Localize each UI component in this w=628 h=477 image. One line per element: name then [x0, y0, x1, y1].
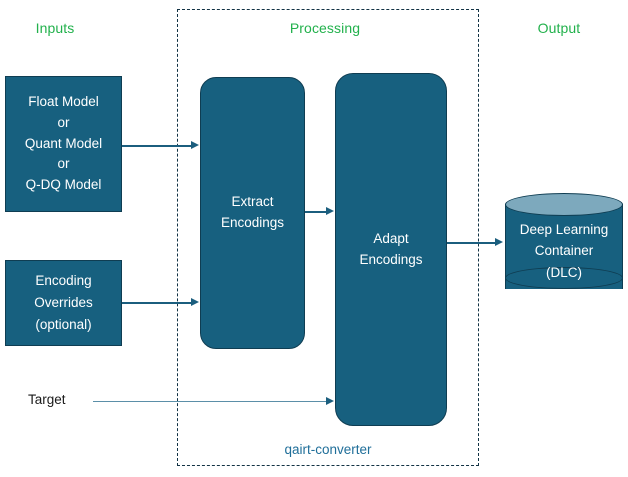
node-extract-encodings-line-2: Encodings: [220, 215, 285, 230]
arrowhead-encoding-overrides-to-extract-encodings: [191, 298, 199, 306]
node-input-model-line-4: or: [57, 156, 70, 172]
node-input-model-line-5: Q-DQ Model: [25, 177, 102, 193]
column-header-inputs: Inputs: [35, 20, 75, 36]
node-encoding-overrides-line-2: Overrides: [34, 295, 93, 311]
label-target: Target: [28, 392, 66, 407]
node-encoding-overrides-line-1: Encoding: [35, 273, 92, 289]
node-dlc-line-1: Deep Learning: [519, 221, 609, 237]
connector-input-model-to-extract-encodings: [122, 145, 192, 147]
node-extract-encodings-line-1: Extract: [231, 194, 274, 210]
node-input-model-line-3: Quant Model: [24, 135, 103, 151]
label-qairt-converter: qairt-converter: [284, 442, 372, 457]
connector-extract-encodings-to-adapt-encodings: [305, 211, 328, 213]
node-encoding-overrides[interactable]: Encoding Overrides (optional): [5, 260, 122, 346]
node-encoding-overrides-line-3: (optional): [35, 316, 92, 332]
processing-boundary-dashed-box: [177, 9, 479, 466]
node-dlc-line-3: (DLC): [546, 264, 582, 280]
node-adapt-encodings[interactable]: Adapt Encodings: [335, 73, 447, 426]
node-input-model[interactable]: Float Model or Quant Model or Q-DQ Model: [5, 76, 122, 212]
arrowhead-extract-encodings-to-adapt-encodings: [326, 207, 334, 215]
node-extract-encodings[interactable]: Extract Encodings: [200, 77, 305, 349]
node-input-model-line-2: or: [57, 114, 70, 130]
cylinder-bottom-ellipse: [505, 267, 623, 289]
arrowhead-adapt-encodings-to-deep-learning-container: [495, 238, 503, 246]
node-input-model-line-1: Float Model: [28, 93, 99, 109]
cylinder-top-ellipse: [505, 193, 623, 216]
arrowhead-target-to-adapt-encodings: [326, 397, 334, 405]
node-adapt-encodings-line-2: Encodings: [359, 251, 423, 267]
node-adapt-encodings-line-1: Adapt: [373, 230, 409, 246]
connector-adapt-encodings-to-deep-learning-container: [447, 242, 497, 244]
column-header-processing: Processing: [289, 20, 361, 36]
column-header-output: Output: [537, 20, 581, 36]
node-deep-learning-container[interactable]: Deep Learning Container (DLC): [505, 193, 623, 300]
connector-target-to-adapt-encodings: [93, 401, 328, 403]
node-deep-learning-container-label: Deep Learning Container (DLC): [505, 213, 623, 289]
node-dlc-line-2: Container: [534, 243, 594, 259]
connector-encoding-overrides-to-extract-encodings: [122, 302, 192, 304]
arrowhead-input-model-to-extract-encodings: [191, 141, 199, 149]
